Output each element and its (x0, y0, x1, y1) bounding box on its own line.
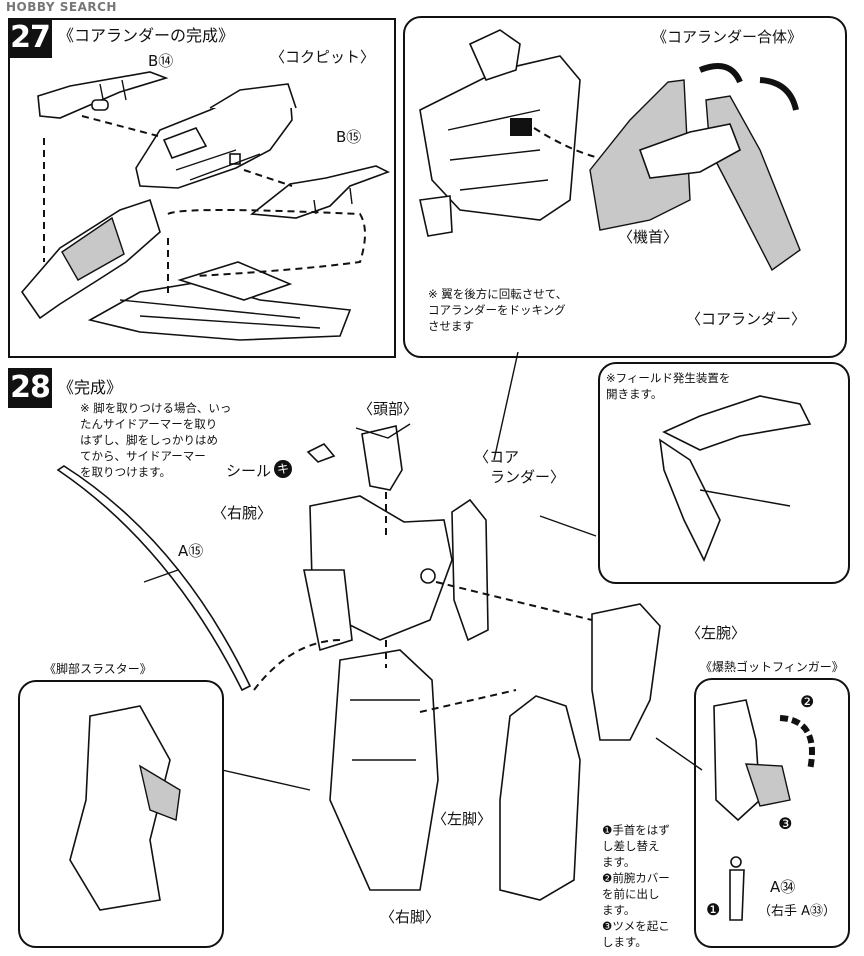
field-generator-note: ※フィールド発生装置を 開きます。 (606, 371, 731, 401)
god-finger-illustration (713, 699, 815, 921)
step28-number: 28 (8, 368, 52, 408)
gf-marker-2: ❷ (800, 692, 815, 711)
wing-b14-illustration (37, 71, 169, 119)
left-leg-illustration (499, 695, 581, 901)
part-b15-label: B⑮ (336, 128, 362, 146)
merge-title: 《コアランダー合体》 (652, 28, 803, 46)
core-lander-wings-illustration (589, 79, 801, 272)
leg-thruster-title: 《脚部スラスター》 (44, 662, 152, 676)
left-arm-label: 〈左腕〉 (686, 624, 747, 642)
step27-title: 《コアランダーの完成》 (58, 26, 235, 45)
merge-note: ※ 翼を後方に回転させて、 コアランダーをドッキング させます (428, 287, 568, 333)
gf-step-2: ❷前腕カバー を前に出し ます。 (602, 871, 670, 917)
robot-torso-illustration (419, 29, 581, 237)
step27-number: 27 (8, 18, 52, 58)
left-leg-label: 〈左脚〉 (432, 810, 493, 828)
step28-note: ※ 脚を取りつける場合、いっ たんサイドアーマーを取り はずし、脚をしっかりはめ… (80, 401, 232, 479)
beam-saber-a15 (56, 465, 252, 692)
wing-b15-illustration (249, 165, 391, 219)
seal-letter: キ (274, 460, 292, 478)
left-arm-illustration (591, 603, 661, 741)
core-lander-label-1: 〈コア (474, 448, 520, 466)
head-illustration (355, 423, 411, 491)
leg-thruster-illustration (69, 705, 181, 911)
gf-step-3: ❸ツメを起こ します。 (602, 919, 670, 949)
part-b14-label: B⑭ (148, 52, 174, 70)
cockpit-illustration (135, 83, 297, 189)
seal-label: シール (226, 462, 272, 480)
robot-body-illustration (303, 495, 489, 891)
part-a15-label: A⑮ (178, 542, 204, 560)
core-lander-label: 〈コアランダー〉 (686, 310, 807, 328)
head-label: 〈頭部〉 (358, 400, 419, 418)
part-a34-label: A㉞ (770, 878, 796, 896)
watermark: HOBBY SEARCH (6, 0, 117, 14)
cockpit-label: 〈コクピット〉 (270, 48, 376, 66)
gf-step-1: ❶手首をはず し差し替え ます。 (602, 823, 670, 869)
right-arm-label: 〈右腕〉 (212, 504, 273, 522)
field-generator-panel (598, 362, 850, 584)
right-hand-label: （右手 A㉝） (758, 904, 837, 919)
core-lander-label-2: ランダー〉 (490, 468, 566, 486)
field-generator-illustration (658, 395, 812, 562)
step28-title: 《完成》 (58, 378, 123, 397)
seal-piece (306, 443, 336, 463)
god-finger-steps: ❶手首をはず し差し替え ます。 ❷前腕カバー を前に出し ます。 ❸ツメを起こ… (602, 822, 692, 950)
gf-marker-1: ❶ (706, 900, 721, 919)
gf-marker-3: ❸ (778, 814, 793, 833)
right-leg-label: 〈右脚〉 (380, 908, 441, 926)
neck-label: 〈機首〉 (618, 228, 679, 246)
core-lander-assembled (20, 198, 352, 341)
god-finger-title: 《爆熱ゴットフィンガー》 (700, 660, 844, 674)
